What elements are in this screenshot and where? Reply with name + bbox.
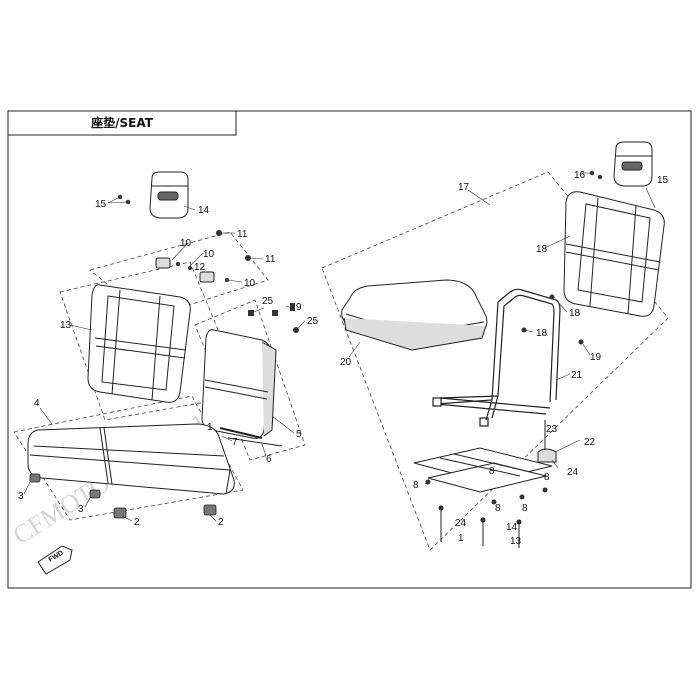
callout: 14 bbox=[198, 205, 210, 216]
headrest-right bbox=[613, 141, 653, 187]
seat-feet bbox=[29, 473, 217, 519]
callout: 8 bbox=[413, 480, 419, 491]
callout: 25 bbox=[307, 316, 319, 327]
callout: 3 bbox=[18, 491, 24, 502]
callout: 17 bbox=[458, 182, 470, 193]
callout: 4 bbox=[34, 398, 40, 409]
screws-15-right bbox=[589, 170, 603, 180]
callout: 21 bbox=[571, 370, 583, 381]
callout: 18 bbox=[569, 308, 581, 319]
callout: 12 bbox=[194, 262, 206, 273]
callout: 14 bbox=[506, 522, 518, 533]
callout: 16 bbox=[574, 170, 586, 181]
seat-rails bbox=[413, 447, 553, 493]
callout: 10 bbox=[203, 249, 215, 260]
callout: 2 bbox=[218, 517, 224, 528]
callout: 11 bbox=[265, 254, 276, 265]
fwd-arrow: FWD bbox=[37, 545, 73, 575]
callout: 18 bbox=[536, 244, 548, 255]
callout: 18 bbox=[536, 328, 548, 339]
headrest-left bbox=[149, 171, 189, 219]
seat-cushion-right bbox=[341, 279, 488, 351]
callout: 7 bbox=[232, 437, 238, 448]
callout: 1 bbox=[207, 422, 213, 433]
callout: 22 bbox=[584, 437, 596, 448]
callout: 15 bbox=[657, 175, 669, 186]
callout: 1 bbox=[458, 533, 464, 544]
rail-bolts-8 bbox=[425, 479, 548, 505]
callout: 23 bbox=[546, 424, 558, 435]
bolts-11 bbox=[176, 230, 251, 282]
diagram-frame bbox=[7, 110, 692, 589]
backrest-left bbox=[87, 284, 191, 403]
callout: 10 bbox=[180, 238, 192, 249]
title-box bbox=[7, 110, 237, 136]
callout: 24 bbox=[567, 467, 579, 478]
backrest-right bbox=[563, 191, 665, 317]
callout: 6 bbox=[266, 454, 272, 465]
callout: 5 bbox=[296, 429, 302, 440]
callout: 3 bbox=[78, 504, 84, 515]
callout: 24 bbox=[455, 518, 467, 529]
callout: 2 bbox=[134, 517, 140, 528]
callout: 20 bbox=[340, 357, 352, 368]
callout: 8 bbox=[522, 503, 528, 514]
callout: 10 bbox=[244, 278, 256, 289]
seat-frame bbox=[432, 288, 561, 427]
callout-labels: 15 14 11 10 10 11 12 10 25 9 25 13 4 5 1… bbox=[18, 170, 669, 547]
screws-15-left bbox=[117, 194, 131, 205]
callout: 8 bbox=[489, 466, 495, 477]
callout: 9 bbox=[296, 302, 302, 313]
callout: 8 bbox=[495, 503, 501, 514]
callout: 8 bbox=[544, 472, 550, 483]
callout: 13 bbox=[60, 320, 72, 331]
callout: 19 bbox=[590, 352, 602, 363]
latch-assembly bbox=[537, 420, 557, 463]
cable-6 bbox=[227, 437, 283, 447]
hinge-brackets bbox=[155, 257, 215, 283]
bottom-bolts bbox=[438, 505, 522, 548]
callout: 15 bbox=[95, 199, 107, 210]
callout: 25 bbox=[262, 296, 274, 307]
seat-cushion-left bbox=[27, 423, 235, 495]
callout: 13 bbox=[510, 536, 522, 547]
backrest-center bbox=[201, 329, 277, 439]
callout: 11 bbox=[237, 229, 248, 240]
leader-lines bbox=[23, 172, 656, 522]
page-title: 座垫/SEAT bbox=[90, 115, 154, 130]
